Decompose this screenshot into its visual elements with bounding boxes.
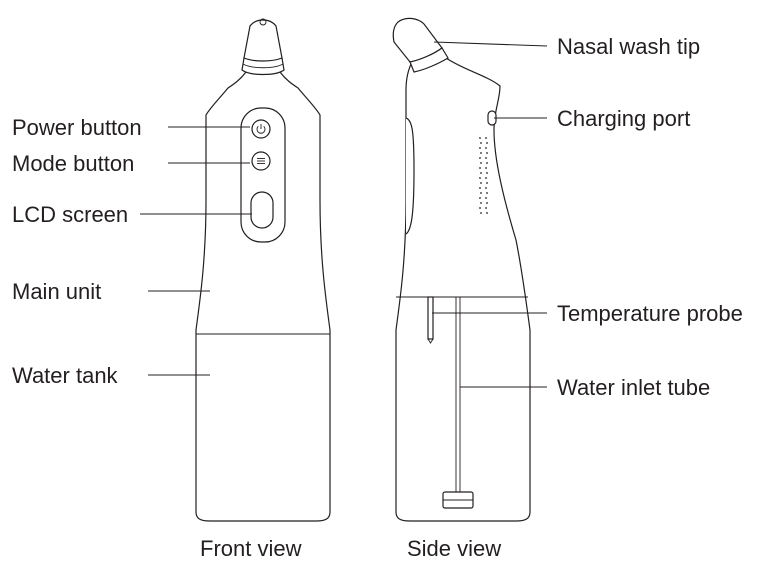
- vent-dot: [479, 187, 481, 189]
- vent-dot: [480, 202, 482, 204]
- vent-dot: [480, 162, 482, 164]
- vent-dot: [485, 167, 487, 169]
- lcd-screen: [250, 191, 274, 229]
- vent-dot: [486, 182, 488, 184]
- vent-dot: [486, 192, 488, 194]
- menu-lines-icon: [257, 158, 265, 164]
- vent-dot: [486, 212, 488, 214]
- vent-dot: [480, 142, 482, 144]
- nasal-wash-tip-leader: [433, 41, 548, 47]
- temperature-probe: [427, 296, 434, 344]
- vent-dot: [479, 157, 481, 159]
- front-nasal-tip: [243, 19, 283, 62]
- mode-button-label: Mode button: [12, 151, 134, 176]
- power-button[interactable]: [251, 119, 271, 139]
- vent-dot: [479, 207, 481, 209]
- lcd-screen-label: LCD screen: [12, 202, 128, 227]
- front-body-outline: [195, 71, 331, 522]
- side-button-bulge: [405, 117, 415, 235]
- vent-dot: [485, 207, 487, 209]
- vent-dot: [485, 177, 487, 179]
- charging-port-label: Charging port: [557, 106, 690, 131]
- vent-dot: [480, 182, 482, 184]
- front-view-caption: Front view: [200, 536, 302, 561]
- vent-dot: [485, 137, 487, 139]
- main-unit-label: Main unit: [12, 279, 101, 304]
- side-tip-collar: [409, 47, 449, 73]
- front-tip-collar: [241, 57, 285, 76]
- power-icon: [256, 124, 266, 134]
- vent-dot: [479, 147, 481, 149]
- vent-dot: [486, 202, 488, 204]
- water-inlet-tube-label: Water inlet tube: [557, 375, 710, 400]
- vent-dot: [485, 197, 487, 199]
- vent-dot: [480, 172, 482, 174]
- nasal-wash-tip-label: Nasal wash tip: [557, 34, 700, 59]
- water-inlet-tube: [442, 297, 474, 509]
- vent-dot: [486, 152, 488, 154]
- side-view-caption: Side view: [407, 536, 501, 561]
- vent-dot: [479, 137, 481, 139]
- side-view-device: [392, 17, 531, 522]
- vent-dot: [486, 162, 488, 164]
- vent-dot: [479, 167, 481, 169]
- vent-holes: [479, 137, 488, 214]
- vent-dot: [480, 192, 482, 194]
- mode-button[interactable]: [251, 151, 271, 171]
- water-tank-label: Water tank: [12, 363, 119, 388]
- vent-dot: [486, 172, 488, 174]
- power-button-label: Power button: [12, 115, 142, 140]
- vent-dot: [480, 152, 482, 154]
- vent-dot: [485, 147, 487, 149]
- vent-dot: [479, 177, 481, 179]
- side-body-outline: [395, 57, 531, 522]
- front-view-device: [195, 18, 331, 522]
- vent-dot: [479, 197, 481, 199]
- vent-dot: [485, 157, 487, 159]
- temperature-probe-label: Temperature probe: [557, 301, 743, 326]
- vent-dot: [485, 187, 487, 189]
- vent-dot: [486, 142, 488, 144]
- vent-dot: [480, 212, 482, 214]
